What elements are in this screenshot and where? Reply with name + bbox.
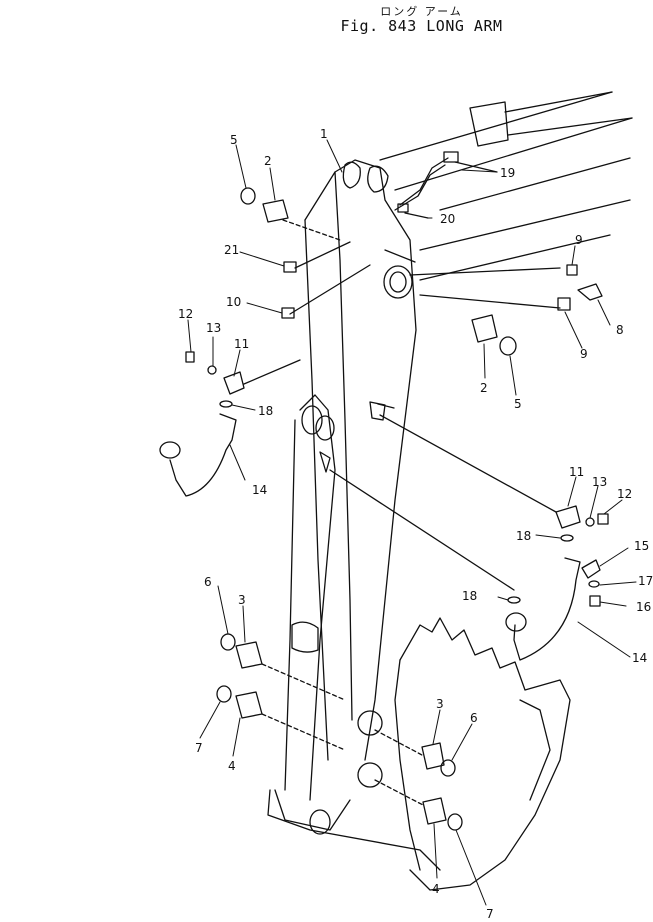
callout-11: 11 [569,465,584,479]
callout-12: 12 [178,307,193,321]
callout-5: 5 [514,397,522,411]
callout-16: 16 [636,600,651,614]
callout-21: 21 [224,243,239,257]
callout-14: 14 [632,651,647,665]
callout-3: 3 [238,593,246,607]
callout-9: 9 [575,233,583,247]
hydraulic-lines [289,157,561,315]
boom-outline [379,91,633,281]
callout-6: 6 [470,711,478,725]
callout-7: 7 [195,741,203,755]
callout-13: 13 [206,321,221,335]
right-hose-assembly [319,401,609,661]
callout-9: 9 [580,347,588,361]
callout-18: 18 [516,529,531,543]
callout-20: 20 [440,212,455,226]
hidden-lines [261,219,424,806]
callout-8: 8 [616,323,624,337]
callout-11: 11 [234,337,249,351]
callout-13: 13 [592,475,607,489]
figure-title-japanese: ロング アーム [380,5,463,18]
arm-body [304,159,417,761]
callout-4: 4 [432,882,440,896]
callout-15: 15 [634,539,649,553]
callout-19: 19 [500,166,515,180]
callout-labels: 1 2 2 3 3 4 4 5 5 6 6 7 7 8 9 9 10 11 11… [178,127,653,921]
callout-17: 17 [638,574,653,588]
callout-3: 3 [436,697,444,711]
callout-2: 2 [480,381,488,395]
leader-lines [187,139,637,906]
callout-10: 10 [226,295,241,309]
figure-title: Fig. 843 LONG ARM [340,17,503,35]
bushings [216,187,517,831]
left-hose-assembly [159,351,301,497]
callout-6: 6 [204,575,212,589]
callout-1: 1 [320,127,328,141]
grease-fittings [281,151,603,319]
callout-4: 4 [228,759,236,773]
callout-5: 5 [230,133,238,147]
callout-12: 12 [617,487,632,501]
bucket-outline [394,617,571,891]
callout-18: 18 [258,404,273,418]
callout-7: 7 [486,907,494,921]
callout-2: 2 [264,154,272,168]
callout-18: 18 [462,589,477,603]
arm-link [267,394,441,871]
callout-14: 14 [252,483,267,497]
